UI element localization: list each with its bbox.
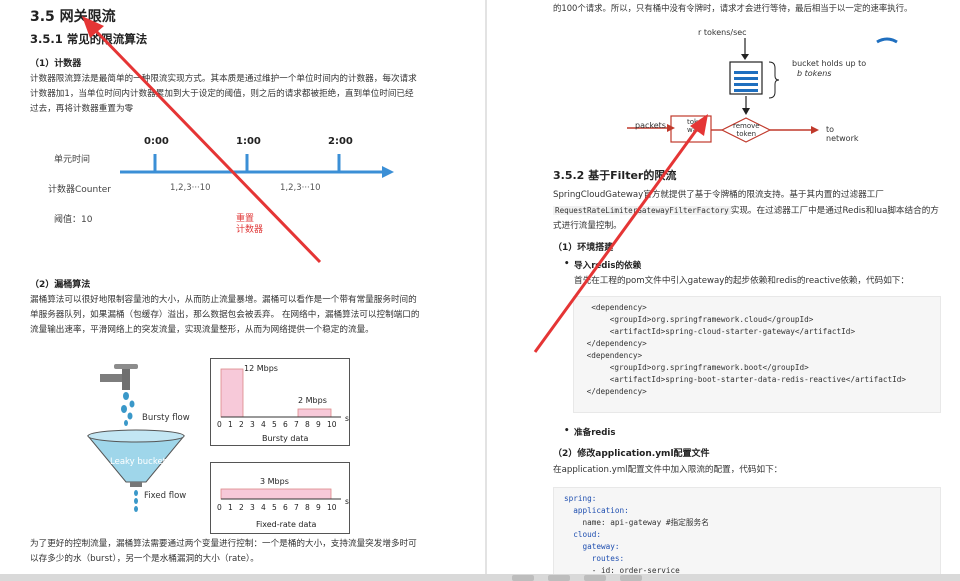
counter-label: 计数器Counter bbox=[48, 185, 111, 195]
leaky-after-paragraph: 为了更好的控制流量，漏桶算法需要通过两个变量进行控制：一个是桶的大小，支持流量突… bbox=[30, 539, 417, 564]
code-line: - id: order-service bbox=[564, 566, 680, 575]
fixed-caption: Fixed-rate data bbox=[256, 520, 317, 529]
reset-annotation: 重置 计数器 bbox=[236, 214, 264, 235]
unit-time-label: 单元时间 bbox=[54, 155, 91, 165]
leaky-paragraph: 漏桶算法可以很好地限制容量池的大小，从而防止流量暴增。漏桶可以看作是一个带有常量… bbox=[30, 295, 420, 335]
burst-2-label: 2 Mbps bbox=[298, 396, 327, 405]
bursty-caption: Bursty data bbox=[262, 434, 309, 443]
axis-tick: 6 bbox=[283, 503, 288, 512]
code-line: <groupId>org.springframework.cloud</grou… bbox=[582, 315, 814, 324]
env-heading: （1）环境搭建 bbox=[553, 243, 614, 253]
code-line: name: api-gateway #指定服务名 bbox=[564, 518, 709, 527]
axis-tick: 9 bbox=[316, 503, 321, 512]
timeline-axis bbox=[120, 154, 394, 178]
scroll-thumb[interactable] bbox=[620, 575, 642, 581]
right-top-line: 的100个请求。所以，只有桶中没有令牌时，请求才会进行等待，最后相当于以一定的速… bbox=[553, 3, 913, 13]
token-bucket-figure bbox=[627, 37, 898, 143]
axis-unit: s bbox=[345, 497, 349, 506]
axis-tick: 5 bbox=[272, 503, 277, 512]
axis-tick: 4 bbox=[261, 420, 266, 429]
yml-code-block[interactable]: spring: application: name: api-gateway #… bbox=[553, 487, 941, 575]
axis-tick: 2 bbox=[239, 503, 244, 512]
fixed-rate-chart bbox=[210, 462, 350, 534]
bursty-data-chart bbox=[210, 358, 350, 446]
axis-tick: 4 bbox=[261, 503, 266, 512]
tick-1: 1:00 bbox=[236, 136, 261, 147]
burst-12-label: 12 Mbps bbox=[244, 364, 278, 373]
packets-label: packets bbox=[635, 121, 666, 130]
code-line: cloud: bbox=[564, 530, 602, 539]
b-tokens-label: b tokens bbox=[797, 69, 832, 78]
axis-tick: 10 bbox=[327, 420, 337, 429]
bullet-redis-dependency: 导入redis的依赖 bbox=[564, 259, 641, 271]
axis-tick: 7 bbox=[294, 503, 299, 512]
leaky-heading: （2）漏桶算法 bbox=[30, 280, 91, 290]
axis-tick: 8 bbox=[305, 503, 310, 512]
axis-tick: 7 bbox=[294, 420, 299, 429]
code-line: spring: bbox=[564, 494, 597, 503]
axis-tick: 1 bbox=[228, 503, 233, 512]
leaky-bucket-illustration bbox=[86, 364, 186, 512]
scroll-thumb[interactable] bbox=[548, 575, 570, 581]
token-rate-label: r tokens/sec bbox=[698, 28, 747, 37]
page-divider bbox=[485, 0, 487, 574]
code-line: gateway: bbox=[564, 542, 620, 551]
code-line: <groupId>org.springframework.boot</group… bbox=[582, 363, 809, 372]
bucket-holds-label: bucket holds up to bbox=[792, 59, 867, 68]
counter-heading: （1）计数器 bbox=[30, 59, 82, 69]
dependency-desc: 首先在工程的pom文件中引入gateway的起步依赖和redis的reactiv… bbox=[574, 276, 909, 286]
token-flow-icon bbox=[876, 37, 898, 44]
code-line: </dependency> bbox=[582, 339, 647, 348]
scroll-thumb[interactable] bbox=[512, 575, 534, 581]
axis-tick: 1 bbox=[228, 420, 233, 429]
axis-tick: 9 bbox=[316, 420, 321, 429]
axis-tick: 5 bbox=[272, 420, 277, 429]
bursty-flow-label: Bursty flow bbox=[142, 413, 190, 423]
tick-2: 2:00 bbox=[328, 136, 353, 147]
leaky-bucket-label: Leaky bucket bbox=[110, 457, 167, 467]
threshold-label: 阈值：10 bbox=[54, 215, 93, 225]
yml-heading: （2）修改application.yml配置文件 bbox=[553, 449, 710, 459]
axis-tick: 2 bbox=[239, 420, 244, 429]
range-1: 1,2,3···10 bbox=[170, 183, 211, 193]
axis-tick: 0 bbox=[217, 420, 222, 429]
axis-tick: 6 bbox=[283, 420, 288, 429]
code-line: <artifactId>spring-cloud-starter-gateway… bbox=[582, 327, 856, 336]
code-line: routes: bbox=[564, 554, 625, 563]
yml-desc: 在application.yml配置文件中加入限流的配置，代码如下： bbox=[553, 465, 783, 475]
scroll-thumb[interactable] bbox=[584, 575, 606, 581]
axis-tick: 3 bbox=[250, 503, 255, 512]
counter-paragraph: 计数器限流算法是最简单的一种限流实现方式。其本质是通过维护一个单位时间内的计数器… bbox=[30, 74, 417, 114]
section-title: 3.5 网关限流 bbox=[30, 9, 116, 25]
axis-tick: 3 bbox=[250, 420, 255, 429]
inline-code: RequestRateLimiterGatewayFilterFactory bbox=[553, 206, 731, 215]
axis-unit: s bbox=[345, 414, 349, 423]
range-2: 1,2,3···10 bbox=[280, 183, 321, 193]
fixed-3-label: 3 Mbps bbox=[260, 477, 289, 486]
xml-code-block[interactable]: <dependency> <groupId>org.springframewor… bbox=[573, 296, 941, 413]
code-line: <dependency> bbox=[582, 351, 643, 360]
remove-token-label: remove token bbox=[733, 122, 760, 138]
horizontal-scrollbar[interactable] bbox=[0, 574, 960, 581]
subsection-title: 3.5.1 常见的限流算法 bbox=[30, 32, 148, 46]
bullet-prepare-redis: 准备redis bbox=[564, 426, 616, 438]
filter-intro: SpringCloudGateway官方就提供了基于令牌桶的限流支持。基于其内置… bbox=[553, 190, 939, 231]
code-line: application: bbox=[564, 506, 629, 515]
code-line: <artifactId>spring-boot-starter-data-red… bbox=[582, 375, 906, 384]
code-line: </dependency> bbox=[582, 387, 647, 396]
left-page: 3.5 网关限流 3.5.1 常见的限流算法 （1）计数器 计数器限流算法是最简… bbox=[0, 0, 485, 574]
to-network-label: to network bbox=[826, 125, 859, 143]
tick-0: 0:00 bbox=[144, 136, 169, 147]
axis-tick: 8 bbox=[305, 420, 310, 429]
fixed-flow-label: Fixed flow bbox=[144, 491, 187, 501]
water-drops-icon bbox=[121, 392, 135, 426]
filter-section-title: 3.5.2 基于Filter的限流 bbox=[553, 169, 677, 182]
right-page: 的100个请求。所以，只有桶中没有令牌时，请求才会进行等待，最后相当于以一定的速… bbox=[487, 0, 960, 575]
axis-tick: 0 bbox=[217, 503, 222, 512]
faucet-icon bbox=[100, 374, 130, 382]
axis-tick: 10 bbox=[327, 503, 337, 512]
code-line: <dependency> bbox=[582, 303, 647, 312]
